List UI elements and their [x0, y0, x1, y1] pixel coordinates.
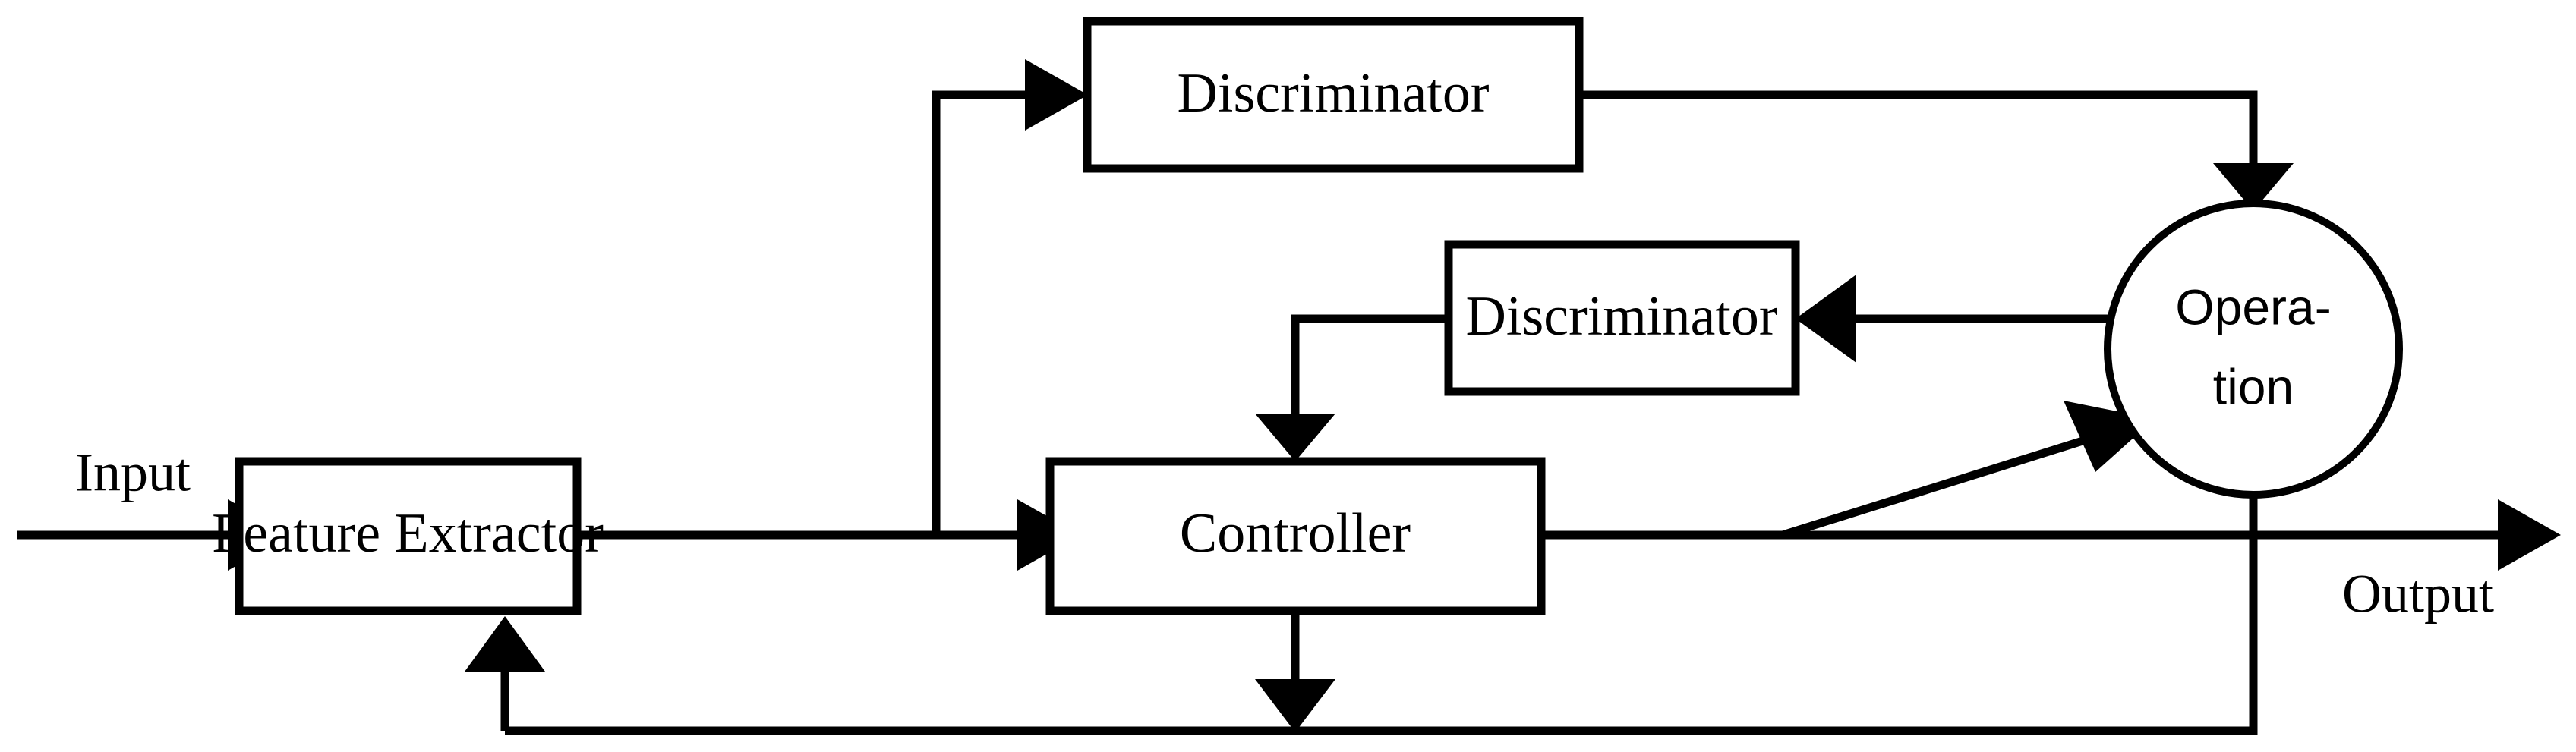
edge-controller-to-operation [1781, 401, 2155, 540]
edge-feedback-to-feature-extractor [465, 616, 545, 731]
arrow-head-icon [2498, 499, 2561, 571]
arrow-head-icon [2213, 163, 2294, 211]
edge-controller-to-output [1541, 499, 2561, 571]
operation-label-line1: Opera- [2175, 278, 2331, 335]
edge-feature-extractor-to-controller [577, 499, 1080, 571]
arrow-head-icon [1255, 679, 1335, 732]
edge-feature-extractor-branch-to-discriminator-top [932, 59, 1088, 535]
input-label: Input [75, 442, 191, 503]
edge-discriminator-mid-to-controller [1255, 314, 1449, 461]
controller-label: Controller [1180, 502, 1411, 565]
edge-discriminator-top-to-operation [1579, 90, 2294, 211]
node-discriminator-mid[interactable]: Discriminator [1444, 240, 1800, 396]
output-label: Output [2342, 564, 2494, 625]
arrow-head-icon [1255, 414, 1335, 461]
feature-extractor-label: Feature Extractor [212, 502, 604, 565]
operation-label-line2: tion [2213, 358, 2294, 414]
edge-controller-feedback-down [1255, 611, 1335, 732]
node-discriminator-top[interactable]: Discriminator [1083, 17, 1584, 173]
arrow-head-icon [1025, 59, 1088, 131]
node-feature-extractor[interactable]: Feature Extractor [212, 457, 604, 615]
node-controller[interactable]: Controller [1045, 457, 1546, 615]
edge-operation-feedback-down [505, 493, 2258, 735]
arrow-head-icon [465, 616, 545, 672]
node-operation[interactable]: Opera- tion [2104, 200, 2403, 499]
edge-operation-to-discriminator-mid [1796, 275, 2113, 363]
arrow-head-icon [1796, 275, 1856, 363]
discriminator-top-label: Discriminator [1177, 62, 1489, 124]
discriminator-mid-label: Discriminator [1465, 285, 1777, 348]
